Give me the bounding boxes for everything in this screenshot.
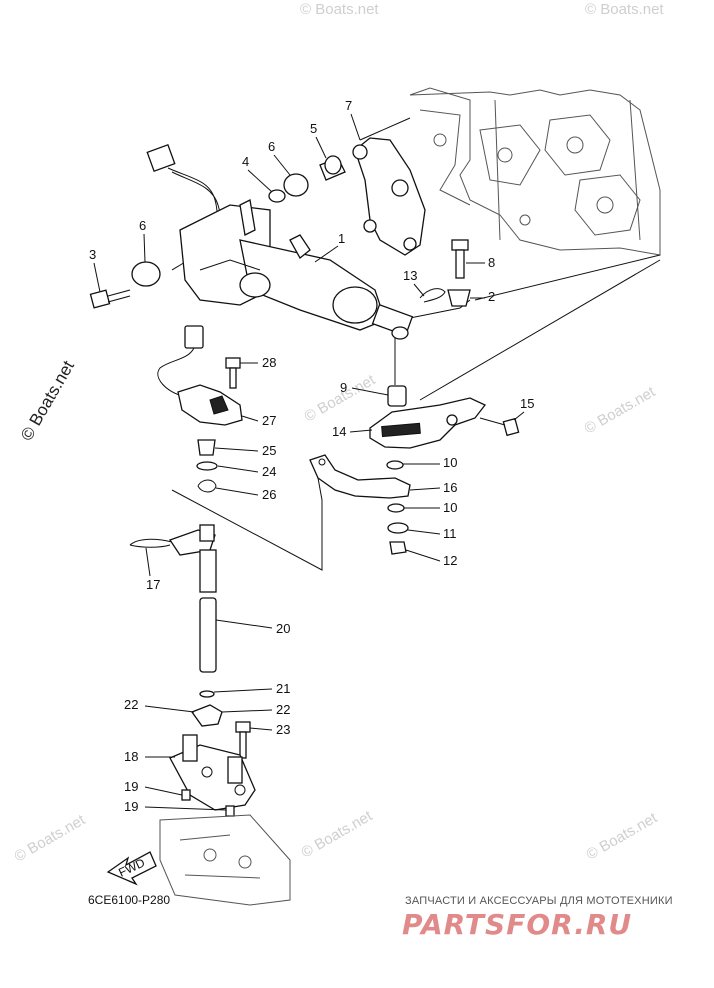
part-18-bracket	[169, 734, 256, 817]
callout-6b: 6	[139, 218, 146, 233]
part-21-oring	[199, 690, 215, 698]
callout-12: 12	[443, 553, 457, 568]
parts-24-25-26	[196, 439, 218, 493]
callout-1: 1	[338, 231, 345, 246]
callout-19a: 19	[124, 779, 138, 794]
watermark: © Boats.net	[584, 809, 661, 863]
callout-2: 2	[488, 289, 495, 304]
callout-21: 21	[276, 681, 290, 696]
callout-23: 23	[276, 722, 290, 737]
part-27-sensor	[157, 325, 243, 426]
shift-shaft-assembly	[179, 199, 414, 340]
watermark: © Boats.net	[12, 811, 89, 865]
promo-banner: ЗАПЧАСТИ И АКСЕССУАРЫ ДЛЯ МОТОТЕХНИКИ PA…	[402, 895, 673, 941]
promo-tagline: ЗАПЧАСТИ И АКСЕССУАРЫ ДЛЯ МОТОТЕХНИКИ	[405, 895, 673, 907]
part-14-lever	[369, 397, 520, 449]
callout-20: 20	[276, 621, 290, 636]
bushings	[131, 155, 346, 287]
callout-18: 18	[124, 749, 138, 764]
callout-10b: 10	[443, 500, 457, 515]
part-3-bolt	[89, 289, 131, 309]
callout-7: 7	[345, 98, 352, 113]
callout-22b: 22	[276, 702, 290, 717]
diagram-code: 6CE6100-P280	[88, 893, 170, 907]
callout-28: 28	[262, 355, 276, 370]
promo-logo: PARTSFOR.RU	[402, 908, 632, 941]
watermark: © Boats.net	[300, 1, 379, 18]
lower-casting	[159, 814, 291, 906]
watermark: © Boats.net	[299, 807, 376, 861]
part-9-collar	[387, 385, 407, 407]
callouts: 1 2 3 4 5 6 6 7 8 9 10 10 11 12 13 14 15…	[89, 98, 534, 814]
watermark: © Boats.net	[585, 1, 664, 18]
callout-4: 4	[242, 154, 249, 169]
parts-8-2-13	[419, 239, 471, 307]
part-16-arm	[309, 454, 411, 555]
callout-27: 27	[262, 413, 276, 428]
shift-rod-upper	[168, 524, 217, 593]
callout-15: 15	[520, 396, 534, 411]
engine-block	[409, 87, 661, 256]
fwd-arrow-icon: FWD	[106, 851, 157, 886]
callout-8: 8	[488, 255, 495, 270]
part-23-bolt	[235, 721, 251, 759]
callout-25: 25	[262, 443, 276, 458]
callout-5: 5	[310, 121, 317, 136]
callout-9: 9	[340, 380, 347, 395]
callout-13: 13	[403, 268, 417, 283]
part-20-rod	[199, 597, 217, 673]
callout-16: 16	[443, 480, 457, 495]
callout-17: 17	[146, 577, 160, 592]
callout-14: 14	[332, 424, 346, 439]
watermark: © Boats.net	[582, 383, 659, 437]
part-7-bracket	[352, 137, 426, 256]
callout-11: 11	[443, 526, 457, 541]
callout-22a: 22	[124, 697, 138, 712]
callout-10a: 10	[443, 455, 457, 470]
part-17-clip	[129, 538, 173, 548]
callout-3: 3	[89, 247, 96, 262]
boats-net-watermark: © Boats.net	[17, 357, 78, 444]
callout-24: 24	[262, 464, 276, 479]
part-22-clip	[190, 704, 223, 727]
callout-6a: 6	[268, 139, 275, 154]
callout-19b: 19	[124, 799, 138, 814]
callout-26: 26	[262, 487, 276, 502]
